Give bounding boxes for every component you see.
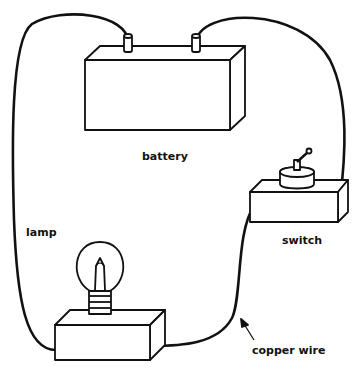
part-label: battery [140, 150, 190, 163]
part-label: switch [280, 234, 324, 247]
part-label: lamp [24, 226, 59, 239]
switch-symbol [250, 149, 348, 223]
battery-symbol [85, 34, 245, 130]
leader-line [241, 319, 254, 340]
part-label: copper wire [250, 344, 327, 357]
lamp-symbol [55, 242, 165, 360]
